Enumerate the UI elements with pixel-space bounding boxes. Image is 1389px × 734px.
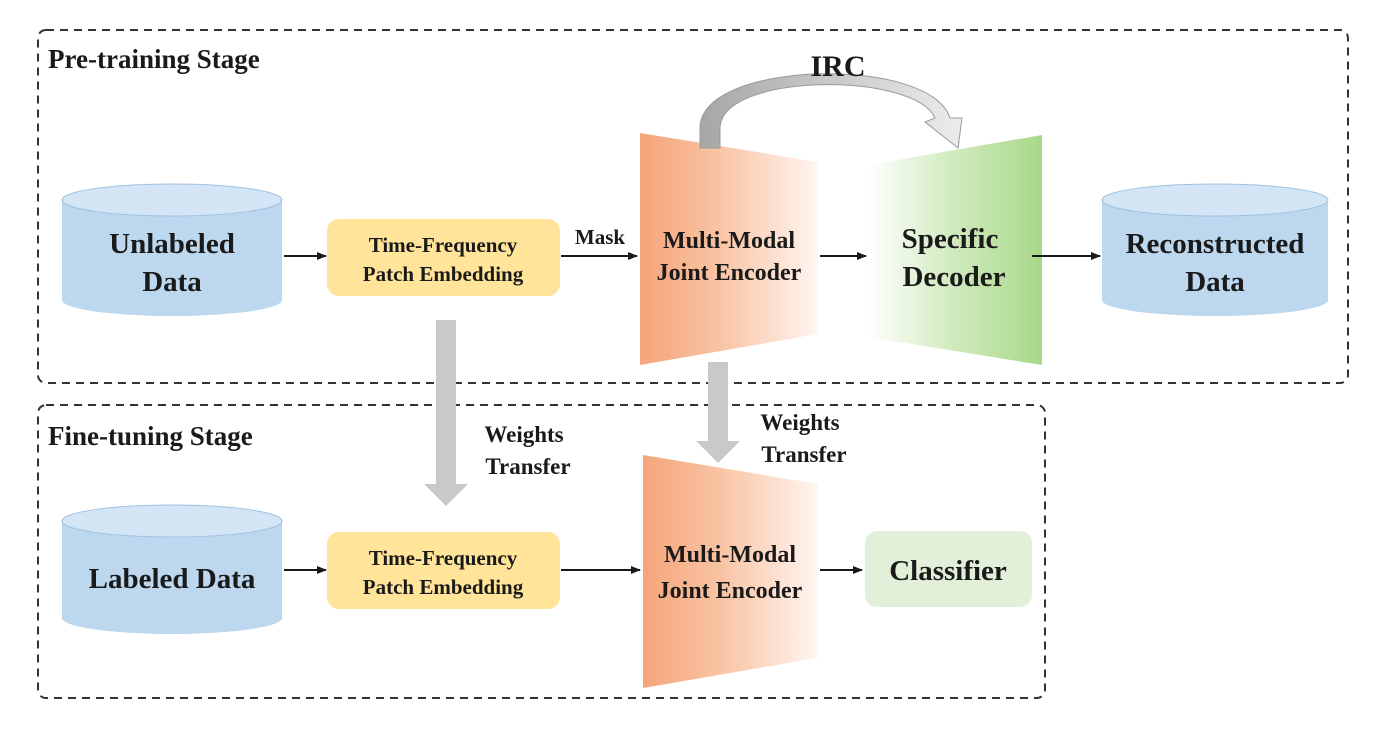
encoder-weights-transfer-line2: Transfer <box>761 442 846 467</box>
irc-label: IRC <box>810 50 865 83</box>
encoder-weights-transfer-line1: Weights <box>760 410 839 435</box>
finetune-embedding-line2: Patch Embedding <box>363 575 524 599</box>
labeled-data-cylinder: Labeled Data <box>61 504 283 634</box>
pretraining-stage-label: Pre-training Stage <box>48 44 260 74</box>
reconstructed-data-line1: Reconstructed <box>1126 228 1305 260</box>
decoder-line2: Decoder <box>902 261 1005 293</box>
pretrain-embedding-line1: Time-Frequency <box>369 233 518 257</box>
specific-decoder-trapezoid: Specific Decoder <box>868 135 1042 365</box>
classifier-box: Classifier <box>865 531 1032 607</box>
embedding-weights-transfer-line1: Weights <box>484 422 563 447</box>
mask-label: Mask <box>575 225 625 249</box>
unlabeled-data-line2: Data <box>142 266 202 298</box>
pretrain-encoder-line1: Multi-Modal <box>663 228 795 254</box>
finetune-embedding-box: Time-Frequency Patch Embedding <box>327 532 560 609</box>
pretrain-embedding-line2: Patch Embedding <box>363 262 524 286</box>
decoder-line1: Specific <box>902 223 999 255</box>
pretrain-encoder-line2: Joint Encoder <box>657 260 802 286</box>
reconstructed-data-cylinder: Reconstructed Data <box>1101 183 1329 316</box>
pretraining-stage-border <box>37 29 1349 384</box>
finetuning-stage-border <box>37 404 1046 699</box>
embedding-weights-transfer-arrow <box>424 320 468 506</box>
finetuning-stage-label: Fine-tuning Stage <box>48 421 253 451</box>
pretrain-encoder-trapezoid: Multi-Modal Joint Encoder <box>640 133 818 365</box>
embedding-weights-transfer-line2: Transfer <box>485 454 570 479</box>
labeled-data-label: Labeled Data <box>89 563 256 595</box>
finetune-embedding-line1: Time-Frequency <box>369 546 518 570</box>
finetune-encoder-line1: Multi-Modal <box>664 542 796 568</box>
finetune-encoder-trapezoid: Multi-Modal Joint Encoder <box>643 455 818 688</box>
reconstructed-data-line2: Data <box>1185 266 1245 298</box>
encoder-weights-transfer-arrow <box>696 362 740 463</box>
classifier-label: Classifier <box>889 555 1007 587</box>
finetune-encoder-line2: Joint Encoder <box>658 578 803 604</box>
pretrain-embedding-box: Time-Frequency Patch Embedding <box>327 219 560 296</box>
unlabeled-data-cylinder: Unlabeled Data <box>61 183 283 316</box>
irc-curved-arrow <box>699 73 963 149</box>
unlabeled-data-line1: Unlabeled <box>109 228 235 260</box>
